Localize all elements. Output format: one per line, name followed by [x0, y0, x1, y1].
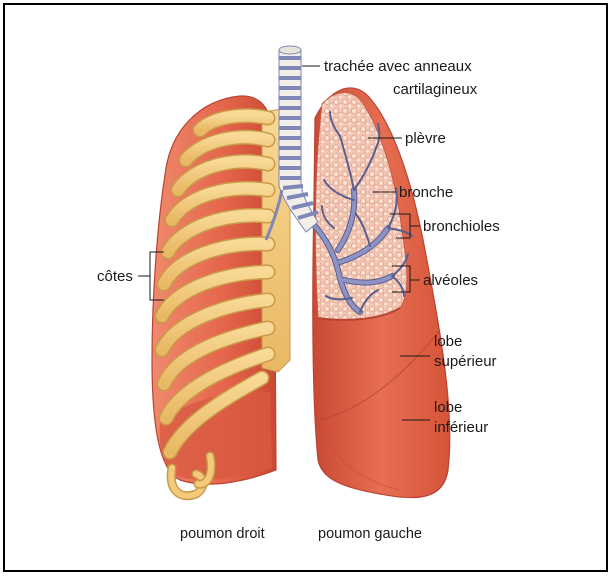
label-alveoli: alvéoles [423, 272, 478, 289]
label-pleura: plèvre [405, 130, 446, 147]
label-upper-lobe-line1: lobe [434, 333, 462, 350]
label-upper-lobe-line2: supérieur [434, 353, 497, 370]
label-lower-lobe-line2: inférieur [434, 419, 488, 436]
label-bronchioles: bronchioles [423, 218, 500, 235]
alveoli-cutaway [315, 92, 407, 319]
label-ribs: côtes [97, 268, 133, 285]
captions: poumon droit poumon gauche [180, 526, 422, 542]
label-trachea-line1: trachée avec anneaux [324, 58, 472, 75]
label-bronchus: bronche [399, 184, 453, 201]
caption-left-lung: poumon gauche [318, 526, 422, 542]
caption-right-lung: poumon droit [180, 526, 265, 542]
right-lung [152, 96, 276, 484]
label-trachea-line2: cartilagineux [393, 81, 478, 98]
label-lower-lobe-line1: lobe [434, 399, 462, 416]
